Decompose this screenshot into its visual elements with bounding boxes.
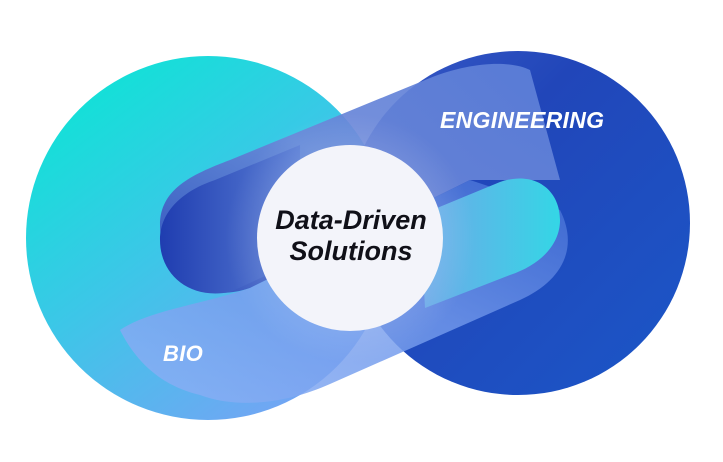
center-title-line1: Data-Driven	[275, 205, 427, 235]
bio-label: BIO	[163, 341, 204, 366]
center-title-line2: Solutions	[289, 236, 413, 266]
engineering-label: ENGINEERING	[440, 107, 605, 133]
center-title: Data-Driven Solutions	[258, 205, 444, 267]
center-circle	[257, 145, 443, 331]
